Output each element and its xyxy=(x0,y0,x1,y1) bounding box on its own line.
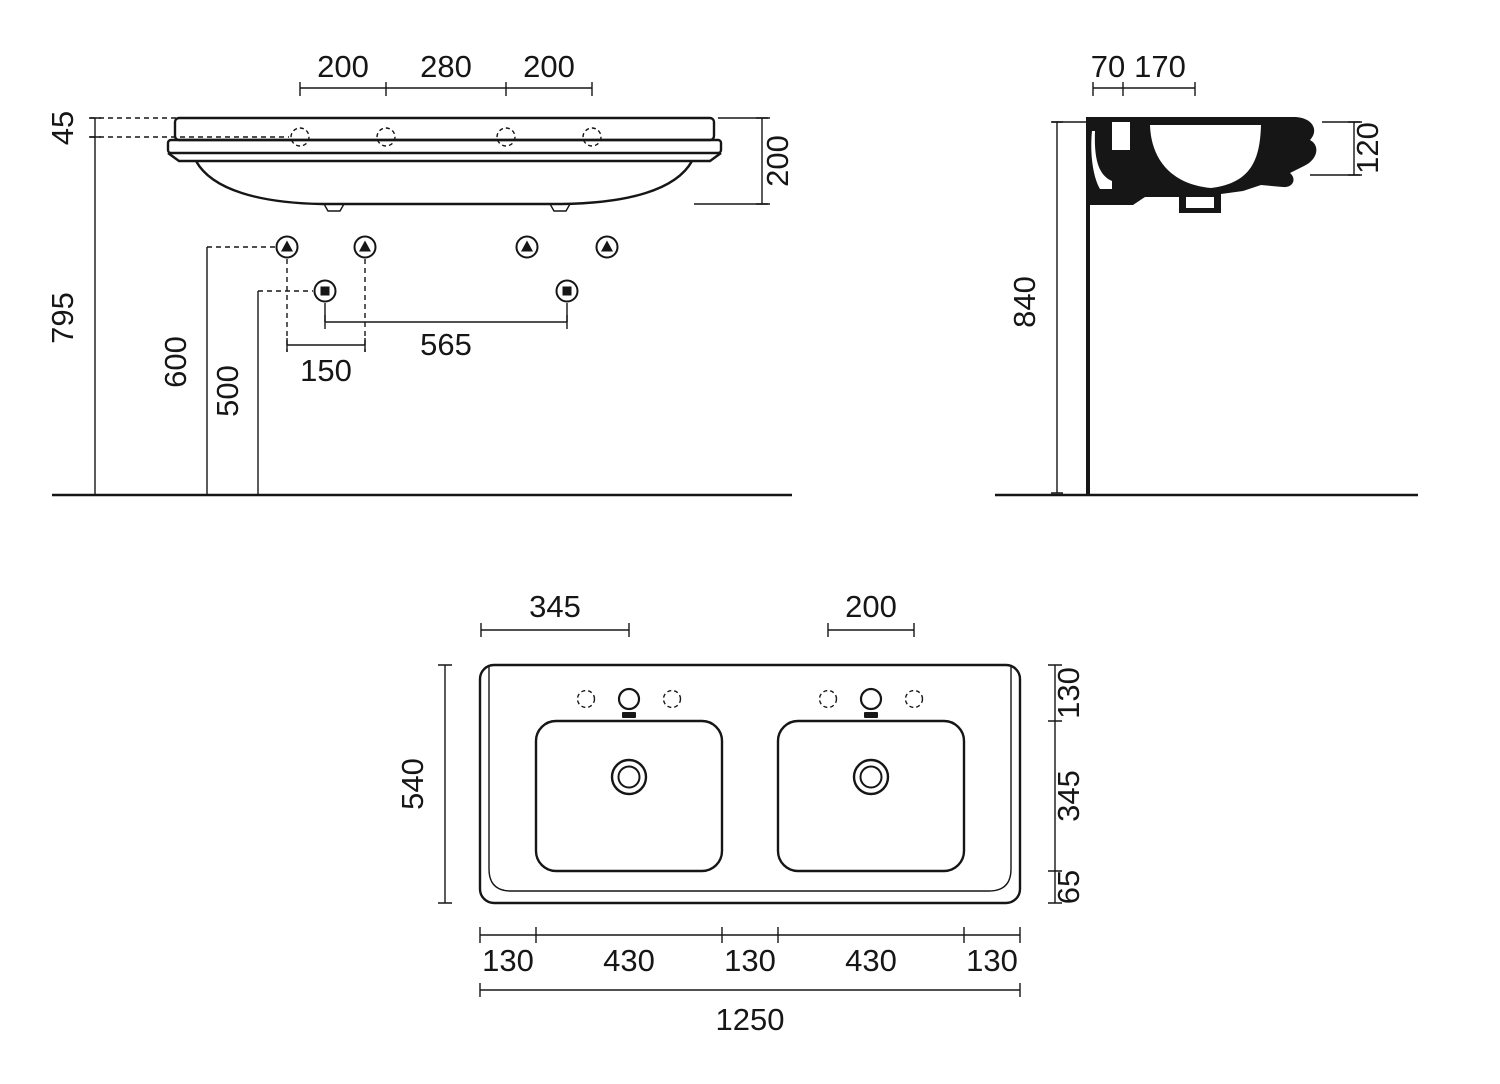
basin-underside-edge xyxy=(167,152,722,163)
faucet-hole xyxy=(576,689,596,709)
faucet-hole xyxy=(582,127,602,147)
dim-label-bracket-to-floor: 600 xyxy=(158,336,193,388)
dimension-ticks xyxy=(286,338,366,352)
bowl-left xyxy=(534,719,724,873)
dim-label-holes-to-floor: 795 xyxy=(45,292,80,344)
faucet-hole-center xyxy=(859,687,883,711)
drain-outlet-right xyxy=(549,203,571,212)
basin-outline xyxy=(478,663,1022,905)
dim-label-width-seg-5: 130 xyxy=(966,943,1018,978)
faucet-hole xyxy=(904,689,924,709)
dimension-ticks xyxy=(1092,82,1196,96)
plan-view: 345 200 540 130 345 65 130 430 130 430 1… xyxy=(395,589,1086,1037)
dimension-ticks xyxy=(479,983,1021,997)
fixing-marker xyxy=(555,279,579,303)
drain-right xyxy=(852,758,890,796)
dim-label-hole-to-rim: 170 xyxy=(1134,49,1186,84)
dimension-ticks xyxy=(479,927,1021,943)
basin-flare-slab xyxy=(166,138,723,155)
overflow-slot-right xyxy=(864,712,878,718)
dim-label-fixing-to-floor: 500 xyxy=(210,365,245,417)
dim-label-width-seg-2: 430 xyxy=(603,943,655,978)
reference-line xyxy=(286,259,366,352)
faucet-hole xyxy=(818,689,838,709)
dim-label-width-seg-1: 130 xyxy=(482,943,534,978)
dim-label-bowl-depth: 345 xyxy=(1051,770,1086,822)
dim-label-fixing-spacing: 565 xyxy=(420,327,472,362)
basin-rim-inner-line xyxy=(488,665,1012,892)
basin-cross-section xyxy=(1086,117,1317,213)
dim-label-back-margin: 130 xyxy=(1051,667,1086,719)
dim-label-body-height: 200 xyxy=(760,135,795,187)
dimension-ticks xyxy=(324,315,568,329)
overflow-slot-left xyxy=(622,712,636,718)
dimension-ticks xyxy=(827,623,915,637)
dimension-ticks xyxy=(756,117,768,205)
dimension-ticks xyxy=(438,664,452,904)
bracket-marker xyxy=(595,235,619,259)
faucet-hole xyxy=(662,689,682,709)
dim-label-top-to-holes: 45 xyxy=(45,111,80,145)
bowl-right xyxy=(776,719,966,873)
bracket-marker xyxy=(515,235,539,259)
dimension-ticks xyxy=(299,82,593,96)
faucet-hole xyxy=(376,127,396,147)
basin-bowl-underside xyxy=(194,160,694,206)
dim-label-overall-width: 1250 xyxy=(716,1002,785,1037)
dim-label-width-seg-3: 130 xyxy=(724,943,776,978)
dim-label-bracket-spacing: 150 xyxy=(300,353,352,388)
side-section-view: 840 70 170 120 xyxy=(995,49,1418,497)
faucet-hole-center xyxy=(617,687,641,711)
faucet-hole xyxy=(496,127,516,147)
dim-label-overall-depth: 540 xyxy=(395,758,430,810)
drain-outlet-left xyxy=(323,203,345,212)
bracket-marker xyxy=(275,235,299,259)
fixing-marker xyxy=(313,279,337,303)
drain-left xyxy=(610,758,648,796)
dim-label-wall-to-hole: 70 xyxy=(1091,49,1125,84)
front-elevation-view: 200 280 200 45 795 200 xyxy=(45,49,795,497)
dimension-ticks xyxy=(480,623,630,637)
dimension-ticks xyxy=(1051,121,1063,494)
dim-label-left-hole-offset: 345 xyxy=(529,589,581,624)
dimension-ticks xyxy=(1048,664,1062,904)
dim-label-width-seg-4: 430 xyxy=(845,943,897,978)
dim-label-front-drop: 120 xyxy=(1350,122,1385,174)
dim-label-front-spacing-mid: 280 xyxy=(420,49,472,84)
dim-label-rim-to-floor: 840 xyxy=(1007,276,1042,328)
dim-label-front-spacing-right: 200 xyxy=(523,49,575,84)
faucet-hole xyxy=(290,127,310,147)
dim-label-front-spacing-left: 200 xyxy=(317,49,369,84)
dim-label-front-margin: 65 xyxy=(1051,870,1086,904)
extension-line xyxy=(324,303,568,322)
dim-label-right-hole-spacing: 200 xyxy=(845,589,897,624)
dimension-ticks xyxy=(1348,121,1360,176)
bracket-marker xyxy=(353,235,377,259)
